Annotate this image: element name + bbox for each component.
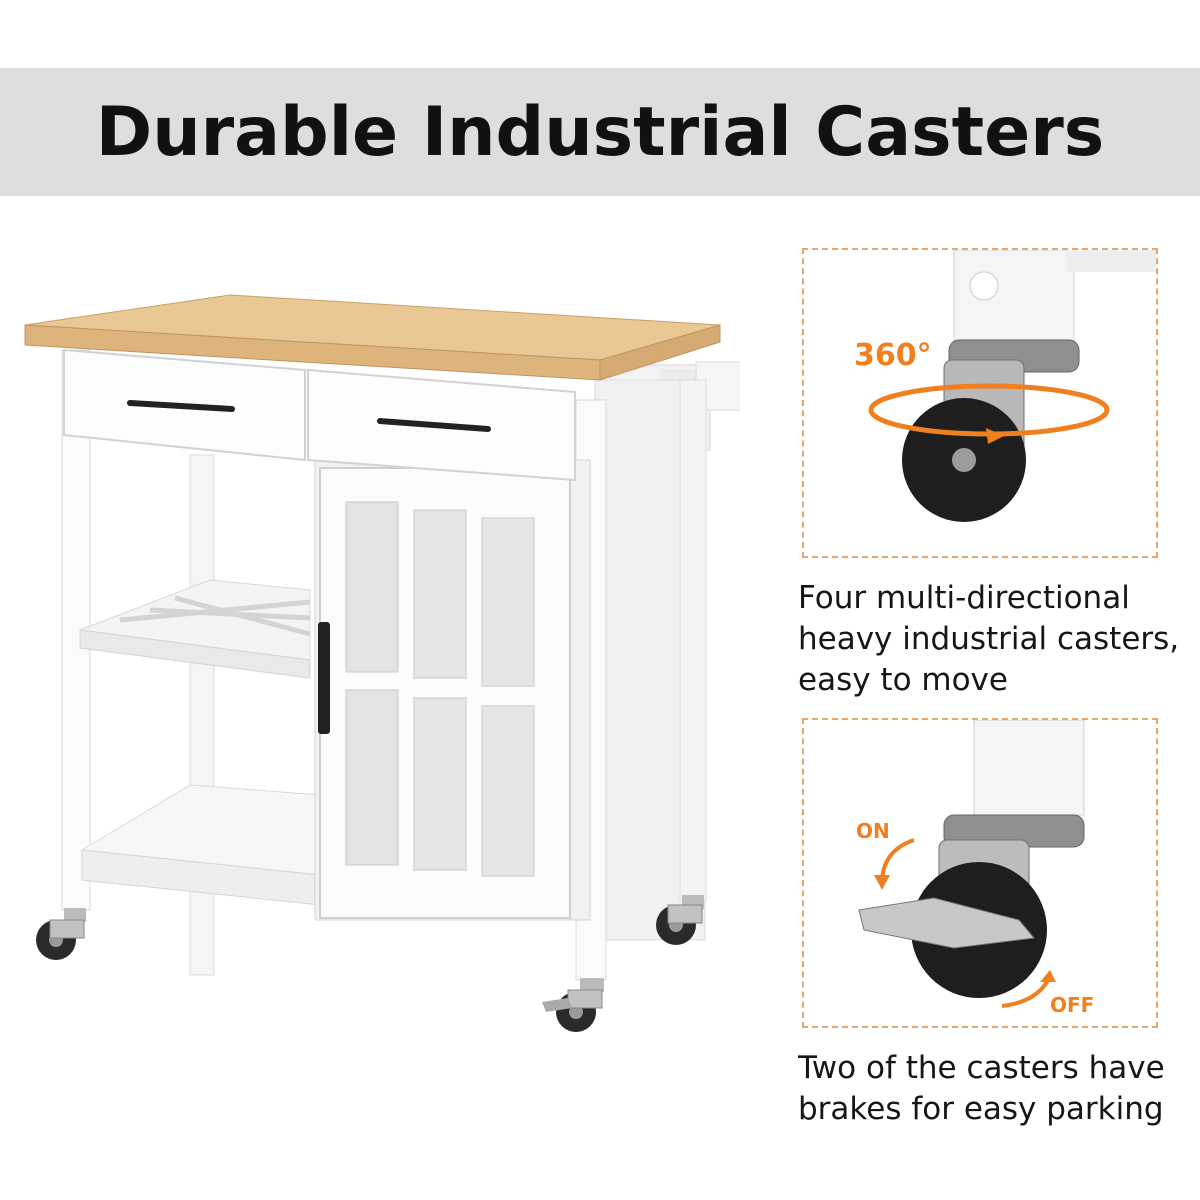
page-title: Durable Industrial Casters	[95, 92, 1105, 172]
brake-on-label: ON	[856, 819, 890, 843]
cabinet-door	[318, 467, 571, 919]
caster-front-left	[36, 908, 86, 960]
drawer-handle-left	[127, 400, 235, 412]
wooden-top	[24, 294, 721, 381]
swivel-caster-image: 360°	[854, 250, 1156, 522]
swivel-caster-panel: 360°	[802, 248, 1158, 558]
caption-swivel: Four multi-directional heavy industrial …	[798, 578, 1179, 701]
caption-swivel-line-3: easy to move	[798, 662, 1008, 698]
drawers	[63, 348, 576, 482]
caption-swivel-line-1: Four multi-directional	[798, 580, 1130, 616]
caption-brake-line-1: Two of the casters have	[798, 1050, 1165, 1086]
door-handle	[318, 622, 330, 734]
caption-swivel-line-2: heavy industrial casters,	[798, 621, 1180, 657]
caption-brake-line-2: brakes for easy parking	[798, 1091, 1164, 1127]
caption-brake: Two of the casters have brakes for easy …	[798, 1048, 1165, 1130]
drawer-handle-right	[377, 418, 491, 432]
slatted-shelf	[79, 579, 311, 679]
title-banner: Durable Industrial Casters	[0, 68, 1200, 196]
brake-caster-image: ON OFF	[856, 720, 1094, 1017]
rotation-label: 360°	[854, 338, 932, 373]
kitchen-cart-image	[24, 294, 740, 1032]
brake-caster-panel: ON OFF	[802, 718, 1158, 1028]
brake-off-label: OFF	[1050, 993, 1094, 1017]
caster-front-right	[542, 978, 604, 1032]
caster-back-right	[656, 895, 704, 945]
